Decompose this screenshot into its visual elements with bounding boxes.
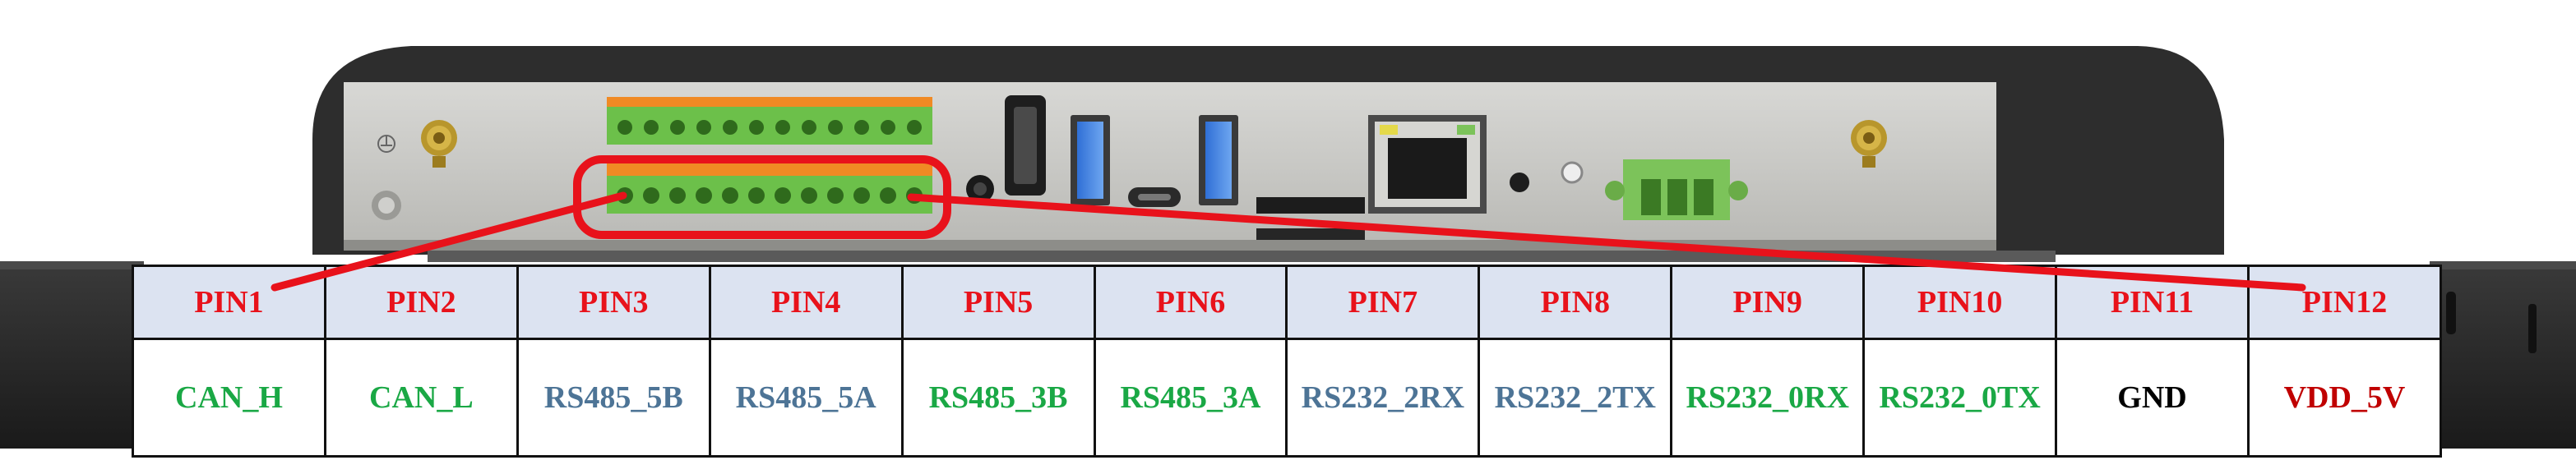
terminal-block-upper: [607, 97, 932, 145]
pin-header-cell: PIN2: [323, 265, 519, 340]
panel-screw-left: [372, 191, 401, 220]
pin-header-row: PIN1 PIN2 PIN3 PIN4 PIN5 PIN6 PIN7 PIN8 …: [132, 265, 2443, 340]
pin-header-cell: PIN9: [1670, 265, 1866, 340]
hdmi-port: [1005, 95, 1046, 196]
pin-header-cell: PIN10: [1862, 265, 2058, 340]
pin-header-cell: PIN5: [900, 265, 1096, 340]
pin-header-cell: PIN6: [1093, 265, 1288, 340]
pin-function-row: CAN_H CAN_L RS485_5B RS485_5A RS485_3B R…: [132, 338, 2443, 458]
usb-c-port: [1128, 187, 1181, 207]
reset-button: [1561, 161, 1584, 184]
sma-antenna-connector-left: [421, 120, 457, 168]
status-led: [1510, 173, 1529, 192]
pin-function-cell: RS232_0RX: [1670, 338, 1866, 458]
pin-function-cell: GND: [2055, 338, 2250, 458]
pin-function-cell: CAN_L: [323, 338, 519, 458]
pin-header-cell: PIN8: [1478, 265, 1673, 340]
pin-function-cell: RS485_5B: [516, 338, 711, 458]
audio-jack: [966, 175, 994, 203]
mounting-bar-right: [2430, 261, 2576, 449]
pin-definition-table: PIN1 PIN2 PIN3 PIN4 PIN5 PIN6 PIN7 PIN8 …: [132, 265, 2443, 458]
pin-header-cell: PIN1: [132, 265, 326, 340]
pin-header-cell: PIN3: [516, 265, 711, 340]
pin-header-cell: PIN7: [1285, 265, 1481, 340]
pin-function-cell: RS232_0TX: [1862, 338, 2058, 458]
pin-header-cell: PIN12: [2246, 265, 2443, 340]
pin-function-cell: CAN_H: [132, 338, 326, 458]
rj45-ethernet-port: [1368, 115, 1487, 214]
pin-function-cell: RS485_3A: [1093, 338, 1288, 458]
pin-header-cell: PIN11: [2055, 265, 2250, 340]
pin-function-cell: RS232_2RX: [1285, 338, 1481, 458]
pin-function-cell: VDD_5V: [2246, 338, 2443, 458]
power-terminal-connector: [1605, 159, 1748, 220]
terminal-block-connector: [607, 163, 932, 214]
mounting-bar-left: [0, 261, 144, 449]
usb-a-port-2: [1199, 115, 1238, 205]
sma-antenna-connector-right: [1851, 120, 1887, 168]
usb-a-port-1: [1071, 115, 1110, 205]
pin-function-cell: RS485_5A: [708, 338, 904, 458]
ground-symbol-icon: [377, 135, 395, 153]
pin-header-cell: PIN4: [708, 265, 904, 340]
pin-function-cell: RS232_2TX: [1478, 338, 1673, 458]
io-panel: [344, 82, 1996, 251]
pin-function-cell: RS485_3B: [900, 338, 1096, 458]
